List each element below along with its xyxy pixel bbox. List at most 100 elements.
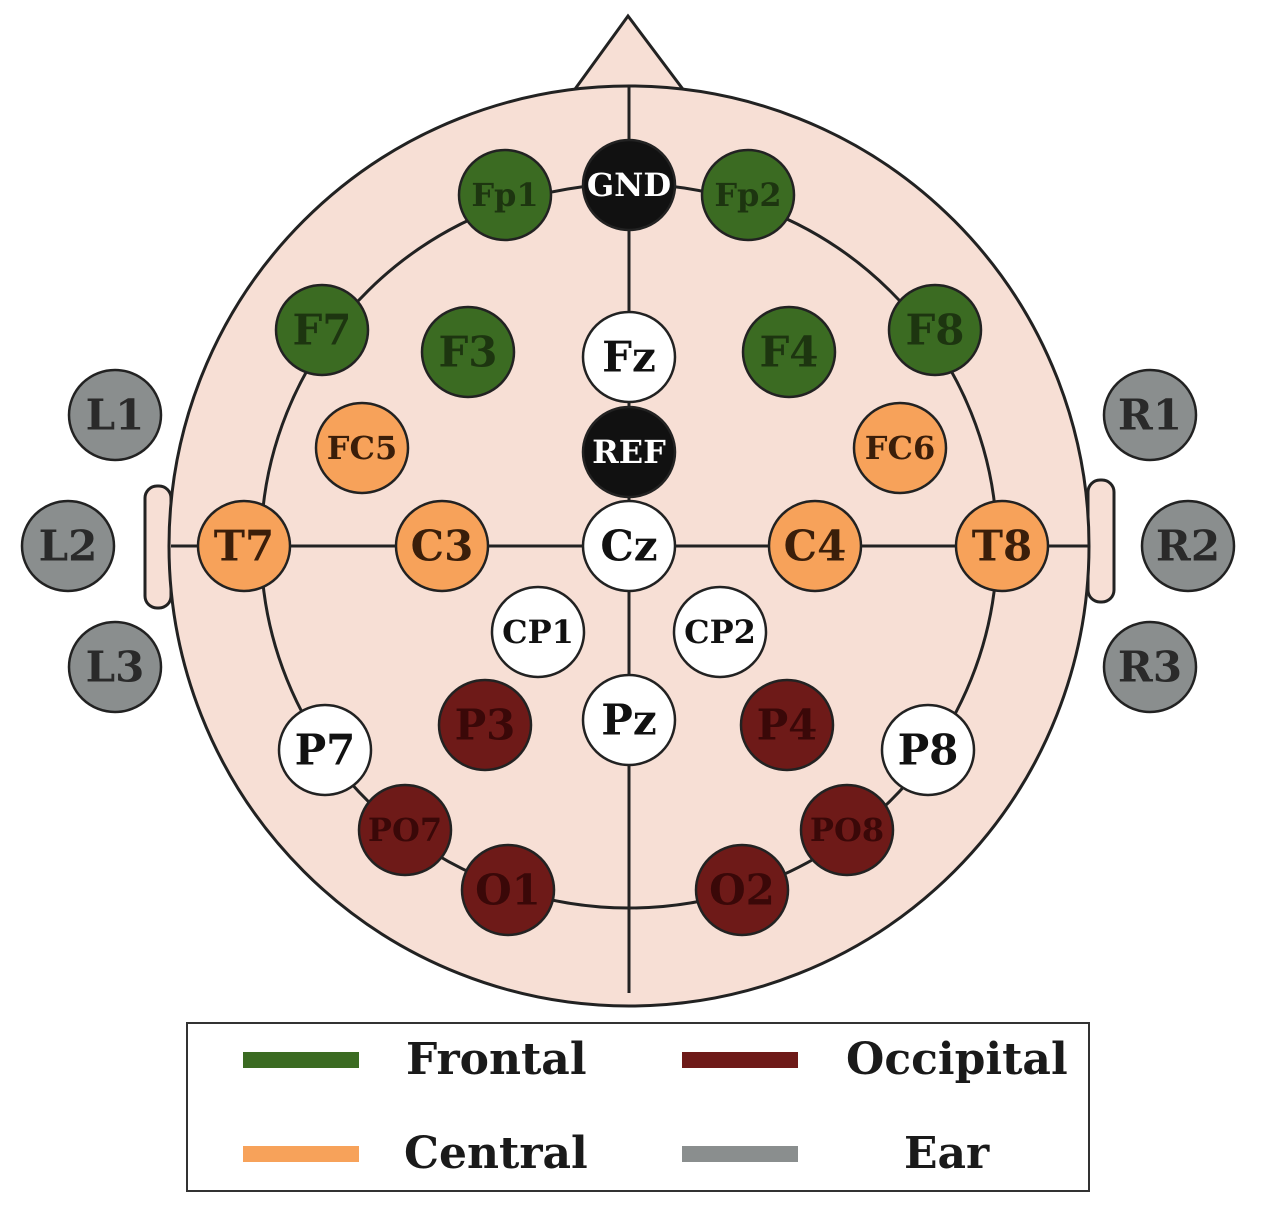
electrode-disc <box>67 620 163 714</box>
electrode-disc <box>741 305 837 399</box>
electrode-fp1: Fp1 <box>457 148 553 242</box>
electrode-disc <box>700 148 796 242</box>
electrode-label: F8 <box>905 306 964 355</box>
electrode-disc <box>1102 620 1198 714</box>
electrode-disc <box>457 148 553 242</box>
legend-label-ear: Ear <box>904 1128 990 1179</box>
electrode-p3: P3 <box>437 678 533 772</box>
electrode-cp2: CP2 <box>672 585 768 679</box>
right-ear <box>1086 478 1116 604</box>
electrode-disc <box>954 499 1050 593</box>
electrode-po8: PO8 <box>799 783 895 877</box>
electrode-label: R1 <box>1118 391 1182 440</box>
legend-label-central: Central <box>404 1128 588 1179</box>
electrode-disc <box>581 405 677 499</box>
electrode-disc <box>887 283 983 377</box>
electrode-disc <box>799 783 895 877</box>
electrode-label: Fp1 <box>471 176 538 214</box>
electrode-cz: Cz <box>581 499 677 593</box>
electrode-label: F3 <box>438 328 497 377</box>
electrode-c3: C3 <box>394 499 490 593</box>
electrode-disc <box>581 138 677 232</box>
legend-swatch-central <box>243 1146 359 1162</box>
electrode-disc <box>739 678 835 772</box>
electrode-label: FC5 <box>327 429 397 467</box>
electrode-p8: P8 <box>880 703 976 797</box>
legend-label-occipital: Occipital <box>846 1034 1068 1085</box>
electrode-label: O1 <box>475 866 541 915</box>
electrode-label: R3 <box>1118 643 1182 692</box>
electrode-disc <box>394 499 490 593</box>
left-ear <box>143 484 173 610</box>
electrode-disc <box>672 585 768 679</box>
electrode-disc <box>277 703 373 797</box>
electrode-label: GND <box>587 166 671 204</box>
electrode-label: PO8 <box>810 811 884 849</box>
electrode-disc <box>852 401 948 495</box>
electrode-disc <box>1102 368 1198 462</box>
electrode-r2: R2 <box>1140 499 1236 593</box>
electrode-t7: T7 <box>196 499 292 593</box>
electrode-pz: Pz <box>581 673 677 767</box>
electrode-label: L2 <box>39 522 98 571</box>
electrode-ref: REF <box>581 405 677 499</box>
electrode-label: C4 <box>784 522 847 571</box>
electrode-f3: F3 <box>420 305 516 399</box>
electrode-p7: P7 <box>277 703 373 797</box>
electrode-fp2: Fp2 <box>700 148 796 242</box>
electrode-disc <box>67 368 163 462</box>
electrode-label: P3 <box>455 701 516 750</box>
electrode-fc5: FC5 <box>314 401 410 495</box>
electrode-r3: R3 <box>1102 620 1198 714</box>
electrode-f8: F8 <box>887 283 983 377</box>
electrode-t8: T8 <box>954 499 1050 593</box>
electrode-label: CP2 <box>684 613 756 651</box>
electrode-label: Pz <box>601 696 656 745</box>
electrode-label: Fp2 <box>714 176 781 214</box>
electrode-f7: F7 <box>274 283 370 377</box>
electrode-disc <box>196 499 292 593</box>
electrode-r1: R1 <box>1102 368 1198 462</box>
electrode-label: T7 <box>214 522 274 571</box>
legend-label-frontal: Frontal <box>406 1034 587 1085</box>
electrode-disc <box>490 585 586 679</box>
electrode-o2: O2 <box>694 843 790 937</box>
electrode-disc <box>420 305 516 399</box>
nose <box>567 13 691 98</box>
electrode-label: T8 <box>972 522 1032 571</box>
electrode-disc <box>437 678 533 772</box>
electrode-label: P4 <box>757 701 818 750</box>
legend-swatch-occipital <box>682 1052 798 1068</box>
electrode-label: CP1 <box>502 613 574 651</box>
electrode-label: FC6 <box>865 429 935 467</box>
electrode-label: L1 <box>86 391 145 440</box>
electrode-disc <box>1140 499 1236 593</box>
electrode-label: F4 <box>759 328 818 377</box>
legend: Frontal Occipital Central Ear <box>186 1022 1090 1192</box>
electrode-disc <box>767 499 863 593</box>
electrode-gnd: GND <box>581 138 677 232</box>
electrode-disc <box>20 499 116 593</box>
electrode-label: PO7 <box>368 811 442 849</box>
electrode-label: REF <box>592 433 666 471</box>
electrode-label: F7 <box>292 306 351 355</box>
electrode-l2: L2 <box>20 499 116 593</box>
electrode-label: P7 <box>295 726 356 775</box>
electrode-disc <box>357 783 453 877</box>
electrode-disc <box>880 703 976 797</box>
electrode-disc <box>581 310 677 404</box>
electrode-label: P8 <box>898 726 959 775</box>
legend-swatch-ear <box>682 1146 798 1162</box>
electrode-label: R2 <box>1156 522 1220 571</box>
electrode-label: Fz <box>602 333 656 382</box>
electrode-disc <box>460 843 556 937</box>
electrode-label: C3 <box>411 522 474 571</box>
electrode-label: O2 <box>709 866 775 915</box>
electrode-po7: PO7 <box>357 783 453 877</box>
electrode-p4: P4 <box>739 678 835 772</box>
electrode-disc <box>694 843 790 937</box>
electrode-fc6: FC6 <box>852 401 948 495</box>
